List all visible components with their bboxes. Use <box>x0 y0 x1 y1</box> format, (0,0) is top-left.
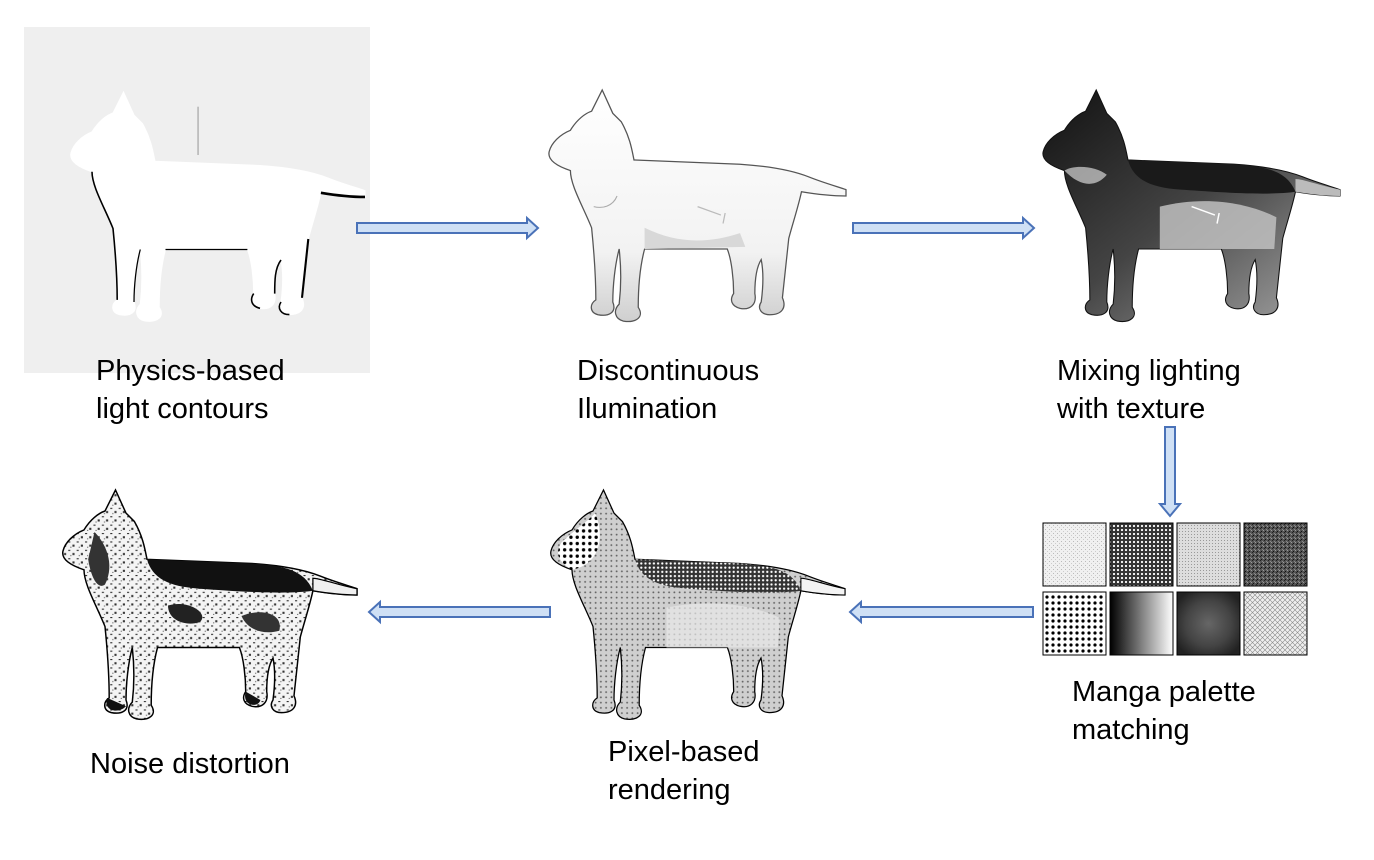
stage-discontinuous-image <box>548 89 847 323</box>
palette-swatch-1 <box>1042 522 1107 587</box>
palette-swatch-3 <box>1176 522 1241 587</box>
stage-pixel-image <box>550 489 846 720</box>
palette-swatch-4 <box>1243 522 1308 587</box>
stage-manga-palette <box>1042 522 1308 656</box>
caption-noise: Noise distortion <box>90 748 290 780</box>
caption-pixel: Pixel-based rendering <box>608 736 760 806</box>
palette-swatch-6 <box>1109 591 1174 656</box>
arrow-manga-to-pixel <box>848 599 1034 625</box>
caption-manga: Manga palette matching <box>1072 676 1256 746</box>
stage-noise-image <box>61 489 358 721</box>
palette-swatch-2 <box>1109 522 1174 587</box>
caption-discontinuous: Discontinuous Ilumination <box>577 355 760 425</box>
caption-mixing: Mixing lighting with texture <box>1057 355 1241 425</box>
stage-physics-image <box>24 27 370 373</box>
palette-swatch-5 <box>1042 591 1107 656</box>
arrow-discontinuous-to-mixing <box>852 215 1036 241</box>
arrow-pixel-to-noise <box>367 599 551 625</box>
stage-mixing-image <box>1042 89 1341 323</box>
caption-physics: Physics-based light contours <box>96 355 285 425</box>
arrow-mixing-to-manga <box>1157 426 1183 518</box>
arrow-physics-to-discontinuous <box>356 215 540 241</box>
palette-swatch-7 <box>1176 591 1241 656</box>
palette-swatch-8 <box>1243 591 1308 656</box>
